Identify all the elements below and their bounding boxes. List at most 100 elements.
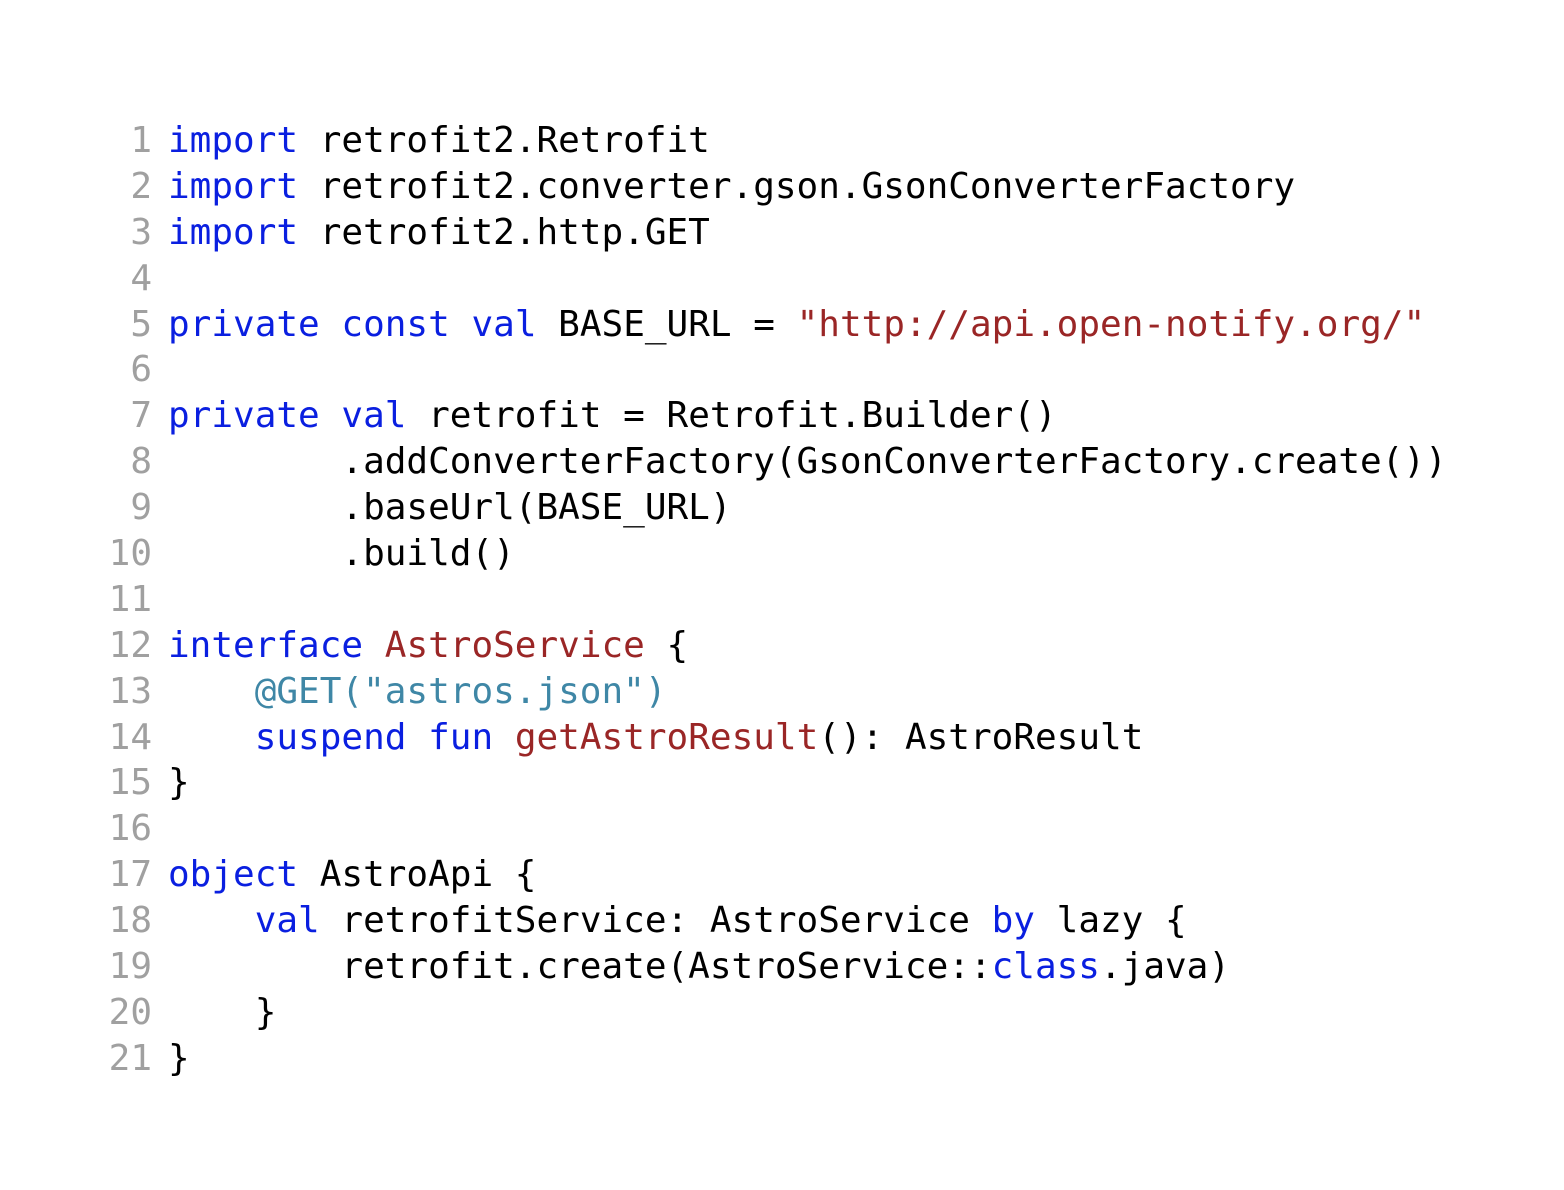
line-number: 2: [130, 165, 152, 207]
line-code: import retrofit2.Retrofit: [168, 120, 710, 161]
code-line: 8 .addConverterFactory(GsonConverterFact…: [96, 439, 1447, 485]
code-line: 16: [96, 806, 1447, 852]
code-line: 13 @GET("astros.json"): [96, 669, 1447, 715]
line-code: import retrofit2.http.GET: [168, 212, 710, 253]
code-line: 20 }: [96, 990, 1447, 1036]
code-token: retrofitService: AstroService: [319, 900, 992, 942]
line-code: object AstroApi {: [168, 854, 536, 895]
code-line: 11: [96, 577, 1447, 623]
line-code: .baseUrl(BASE_URL): [168, 487, 732, 529]
line-number: 16: [108, 808, 152, 850]
code-line: 10 .build(): [96, 531, 1447, 577]
line-number: 14: [108, 716, 152, 758]
type-token: AstroService: [384, 624, 645, 666]
code-token: [493, 717, 515, 758]
code-token: }: [168, 991, 277, 1033]
code-line: 9 .baseUrl(BASE_URL): [96, 485, 1447, 531]
code-token: [320, 304, 342, 345]
code-line: 18 val retrofitService: AstroService by …: [96, 898, 1447, 944]
code-token: {: [644, 624, 689, 666]
code-token: [320, 395, 342, 436]
code-token: .addConverterFactory(GsonConverterFactor…: [168, 441, 1447, 483]
line-number: 8: [130, 441, 152, 483]
code-token: [406, 717, 428, 758]
keyword-token: object: [168, 854, 299, 896]
code-token: }: [168, 762, 190, 804]
code-token: retrofit.create(AstroService::: [168, 946, 992, 988]
code-token: .build(): [168, 533, 515, 575]
line-number: 3: [130, 211, 152, 253]
line-code: retrofit.create(AstroService::class.java…: [168, 946, 1230, 987]
line-number: 18: [108, 900, 152, 942]
code-token: [450, 304, 472, 345]
code-token: [168, 717, 255, 758]
line-code: @GET("astros.json"): [168, 671, 667, 712]
keyword-token: val: [254, 900, 320, 942]
keyword-token: import: [168, 165, 299, 207]
line-code: }: [168, 762, 190, 803]
function-token: getAstroResult: [514, 716, 819, 758]
code-line: 6: [96, 347, 1447, 393]
code-line: 4: [96, 256, 1447, 302]
line-code: private val retrofit = Retrofit.Builder(…: [168, 395, 1057, 436]
code-token: retrofit2.http.GET: [298, 211, 710, 253]
code-token: retrofit = Retrofit.Builder(): [406, 395, 1057, 437]
line-number: 12: [108, 624, 152, 666]
keyword-token: val: [471, 303, 537, 345]
keyword-token: private: [168, 303, 320, 345]
code-token: (): AstroResult: [818, 716, 1144, 758]
line-number: 4: [130, 257, 152, 299]
line-number: 10: [108, 533, 152, 575]
line-number: 19: [108, 946, 152, 988]
line-number: 13: [108, 670, 152, 712]
line-number: 1: [130, 120, 152, 161]
code-token: [168, 900, 255, 941]
code-token: BASE_URL =: [536, 303, 797, 345]
code-token: AstroApi {: [298, 854, 537, 896]
line-number: 6: [130, 349, 152, 391]
line-number: 5: [130, 303, 152, 345]
code-token: retrofit2.converter.gson.GsonConverterFa…: [298, 165, 1296, 207]
keyword-token: by: [991, 900, 1035, 942]
annotation-token: @GET("astros.json"): [254, 670, 667, 712]
line-code: import retrofit2.converter.gson.GsonConv…: [168, 166, 1295, 207]
code-block: 1 import retrofit2.Retrofit 2 import retrof…: [96, 118, 1447, 1082]
keyword-token: private: [168, 395, 320, 437]
keyword-token: import: [168, 211, 299, 253]
code-line: 19 retrofit.create(AstroService::class.j…: [96, 944, 1447, 990]
code-token: .java): [1099, 946, 1231, 988]
keyword-token: interface: [168, 624, 364, 666]
line-code: .build(): [168, 533, 515, 575]
line-code: val retrofitService: AstroService by laz…: [168, 900, 1187, 941]
code-token: }: [168, 1037, 190, 1079]
code-line: 5 private const val BASE_URL = "http://ap…: [96, 302, 1447, 348]
code-line: 14 suspend fun getAstroResult(): AstroRe…: [96, 715, 1447, 761]
code-line: 15}: [96, 760, 1447, 806]
line-code: suspend fun getAstroResult(): AstroResul…: [168, 716, 1144, 758]
code-line: 1 import retrofit2.Retrofit: [96, 118, 1447, 164]
keyword-token: fun: [428, 716, 494, 758]
line-number: 17: [108, 854, 152, 896]
line-number: 9: [130, 487, 152, 529]
keyword-token: suspend: [254, 716, 407, 758]
code-line: 2 import retrofit2.converter.gson.GsonCon…: [96, 164, 1447, 210]
keyword-token: const: [341, 303, 450, 345]
line-code: }: [168, 991, 277, 1033]
line-number: 15: [108, 762, 152, 804]
code-token: .baseUrl(BASE_URL): [168, 487, 732, 529]
code-token: [363, 625, 385, 666]
code-token: retrofit2.Retrofit: [298, 120, 710, 161]
line-number: 11: [108, 578, 152, 620]
code-line: 21}: [96, 1036, 1447, 1082]
code-line: 17 object AstroApi {: [96, 852, 1447, 898]
code-line: 3 import retrofit2.http.GET: [96, 210, 1447, 256]
line-number: 21: [108, 1037, 152, 1079]
code-line: 12 interface AstroService {: [96, 623, 1447, 669]
line-number: 20: [108, 991, 152, 1033]
line-code: interface AstroService {: [168, 625, 688, 666]
code-token: [168, 671, 255, 712]
line-code: }: [168, 1038, 190, 1079]
line-code: private const val BASE_URL = "http://api…: [168, 304, 1425, 345]
keyword-token: class: [991, 946, 1100, 988]
